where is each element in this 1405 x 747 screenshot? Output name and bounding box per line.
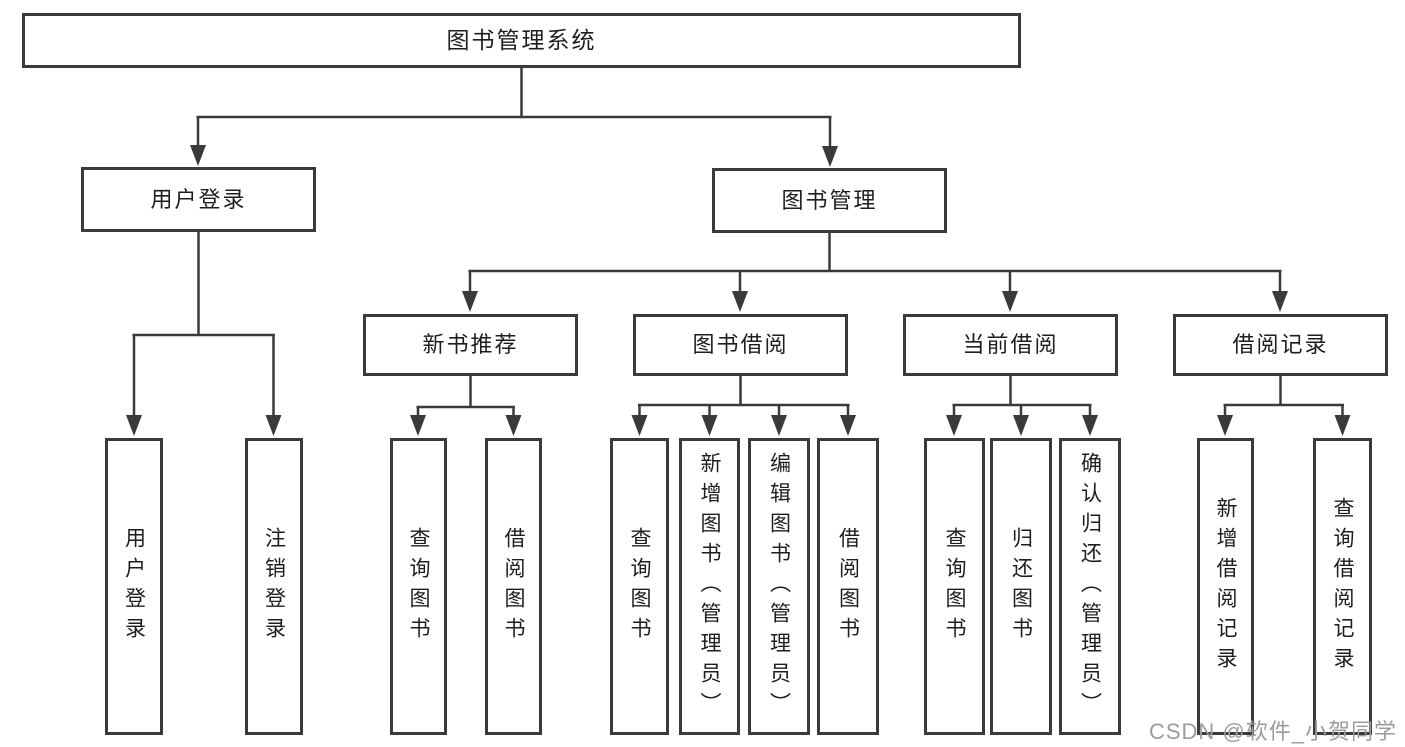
node-book-management: 图书管理 xyxy=(712,168,947,233)
leaf-user-login: 用户登录 xyxy=(105,438,163,735)
leaf-query-borrow-record: 查询借阅记录 xyxy=(1313,438,1372,735)
leaf-borrow-books-recommend-label: 借阅图书 xyxy=(502,526,525,647)
node-new-book-recommend: 新书推荐 xyxy=(363,314,578,376)
leaf-logout: 注销登录 xyxy=(245,438,303,735)
leaf-query-books-recommend: 查询图书 xyxy=(390,438,447,735)
arrowheads xyxy=(126,145,1351,436)
leaf-confirm-return-admin-label: 确认归还（管理员） xyxy=(1078,451,1102,722)
node-user-login-label: 用户登录 xyxy=(150,186,247,212)
leaf-add-book-admin: 新增图书（管理员） xyxy=(679,438,740,735)
node-borrowing-records-label: 借阅记录 xyxy=(1232,332,1329,357)
node-book-management-label: 图书管理 xyxy=(781,187,878,213)
leaf-return-books-label: 归还图书 xyxy=(1009,526,1033,647)
node-current-borrowing: 当前借阅 xyxy=(903,314,1118,376)
leaf-borrow-books-recommend: 借阅图书 xyxy=(485,438,542,735)
node-current-borrowing-label: 当前借阅 xyxy=(962,332,1059,357)
leaf-add-borrow-record-label: 新增借阅记录 xyxy=(1214,496,1237,677)
leaf-borrow-books-borrowing: 借阅图书 xyxy=(817,438,879,735)
node-root-system: 图书管理系统 xyxy=(22,13,1021,68)
leaf-query-borrow-record-label: 查询借阅记录 xyxy=(1331,496,1354,677)
leaf-logout-label: 注销登录 xyxy=(262,526,286,647)
node-root-label: 图书管理系统 xyxy=(446,27,597,53)
leaf-query-books-current: 查询图书 xyxy=(924,438,985,735)
leaf-add-book-admin-label: 新增图书（管理员） xyxy=(698,451,721,722)
leaf-query-books-recommend-label: 查询图书 xyxy=(407,526,430,647)
node-new-book-recommend-label: 新书推荐 xyxy=(422,332,519,357)
leaf-confirm-return-admin: 确认归还（管理员） xyxy=(1059,438,1121,735)
leaf-edit-book-admin: 编辑图书（管理员） xyxy=(748,438,810,735)
leaf-query-books-borrowing: 查询图书 xyxy=(610,438,669,735)
leaf-edit-book-admin-label: 编辑图书（管理员） xyxy=(767,451,791,722)
node-borrowing-records: 借阅记录 xyxy=(1173,314,1388,376)
leaf-user-login-label: 用户登录 xyxy=(122,526,146,647)
csdn-watermark: CSDN @软件_小贺同学 xyxy=(1148,719,1397,744)
leaf-query-books-borrowing-label: 查询图书 xyxy=(628,526,651,647)
leaf-add-borrow-record: 新增借阅记录 xyxy=(1197,438,1254,735)
node-book-borrowing-label: 图书借阅 xyxy=(692,332,789,357)
leaf-return-books: 归还图书 xyxy=(990,438,1052,735)
leaf-query-books-current-label: 查询图书 xyxy=(943,526,966,647)
node-user-login: 用户登录 xyxy=(81,167,316,232)
leaf-borrow-books-borrowing-label: 借阅图书 xyxy=(836,526,860,647)
node-book-borrowing: 图书借阅 xyxy=(633,314,848,376)
